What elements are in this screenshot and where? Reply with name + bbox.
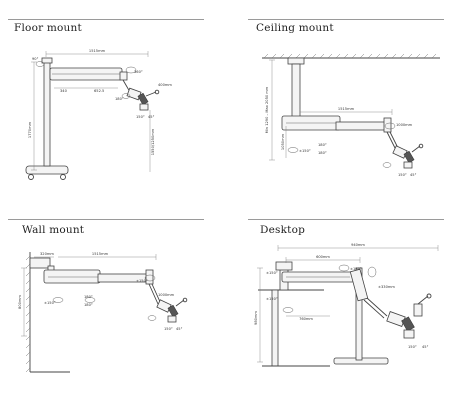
floor-top-rule	[8, 19, 204, 20]
desktop-arm-deg-label: ±180°	[350, 267, 362, 271]
desktop-inner-label: 600mm	[316, 255, 330, 259]
floor-stand	[25, 57, 69, 180]
wall-tilt-b-label: 45°	[176, 327, 183, 331]
desktop-dimensions	[257, 245, 439, 363]
desktop-microscope-head	[386, 293, 432, 339]
desktop-vertical-label: 980mm	[254, 311, 258, 325]
floor-head-deg1-label: 180°	[115, 97, 124, 101]
floor-left-dim-label: 340	[60, 89, 68, 93]
ceiling-drop-label: 1050mm	[281, 133, 285, 150]
desktop-table	[258, 289, 330, 367]
floor-dimensions	[31, 51, 151, 172]
floor-head-deg2-label: 400mm	[158, 83, 172, 87]
ceiling-deg-c-label: 180°	[318, 151, 327, 155]
floor-arm-deg-label: 90°	[32, 57, 39, 61]
wall-deg-c-label: 180°	[84, 295, 93, 299]
wall-top-rule	[8, 219, 204, 220]
ceiling-tilt-a-label: 150°	[398, 173, 407, 177]
floor-tilt-b-label: 45°	[148, 115, 155, 119]
ceiling-vertical-label: Min 1290 – Max 2050 mm	[265, 86, 269, 133]
wall-offset-label: 320mm	[40, 252, 54, 256]
ceiling-arm-len-label: 1515mm	[338, 107, 355, 111]
ceiling-top-rule	[248, 19, 444, 20]
ceiling-deg-b-label: 180°	[318, 143, 327, 147]
wall-dimensions	[21, 254, 157, 337]
floor-vertical-label: 1770mm	[28, 121, 32, 138]
desktop-base-w-label: 760mm	[299, 317, 313, 321]
desktop-head-deg-label: ±330mm	[378, 285, 395, 289]
wall-vertical-label: 800mm	[18, 295, 22, 309]
desktop-deg-b-label: ±150°	[266, 297, 278, 301]
floor-arm-len-label: 652.5	[94, 89, 104, 93]
floor-height-right-label: 1550/1250mm	[151, 128, 155, 155]
floor-mount-title: Floor mount	[14, 22, 82, 34]
desktop-tilt-b-label: 45°	[422, 345, 429, 349]
ceiling-tilt-b-label: 45°	[410, 173, 417, 177]
floor-arm	[49, 67, 131, 93]
ceiling-dimensions	[269, 59, 396, 168]
desktop-top-rule	[248, 219, 444, 220]
wall-arm	[43, 269, 162, 305]
ceiling-head-deg-label: 1000mm	[396, 123, 413, 127]
desktop-title: Desktop	[260, 224, 306, 236]
desktop-arm	[281, 268, 388, 319]
wall-deg-b-label: ±150°	[44, 301, 56, 305]
floor-tilt-a-label: 150°	[136, 115, 145, 119]
desktop-tilt-a-label: 150°	[408, 345, 417, 349]
wall-microscope-head	[156, 297, 188, 323]
ceiling-microscope-head	[392, 143, 424, 169]
wall-head-deg-label: 1000mm	[158, 293, 175, 297]
floor-arm-r-label: 360°	[134, 70, 143, 74]
ceiling-mount-title: Ceiling mount	[256, 22, 334, 34]
desktop-top-width-label: 940mm	[351, 243, 365, 247]
wall-arm-len-label: 1515mm	[92, 252, 109, 256]
wall-deg-a-label: ±150°	[136, 279, 148, 283]
floor-microscope-head	[126, 87, 160, 111]
wall-surface	[25, 252, 70, 373]
wall-tilt-a-label: 150°	[164, 327, 173, 331]
wall-mount-title: Wall mount	[22, 224, 85, 236]
ceiling-column	[281, 57, 341, 131]
wall-deg-d-label: 180°	[84, 303, 93, 307]
floor-top-width-label: 1515mm	[89, 49, 106, 53]
ceiling-deg-a-label: ±150°	[299, 149, 311, 153]
desktop-deg-a-label: ±150°	[266, 271, 278, 275]
